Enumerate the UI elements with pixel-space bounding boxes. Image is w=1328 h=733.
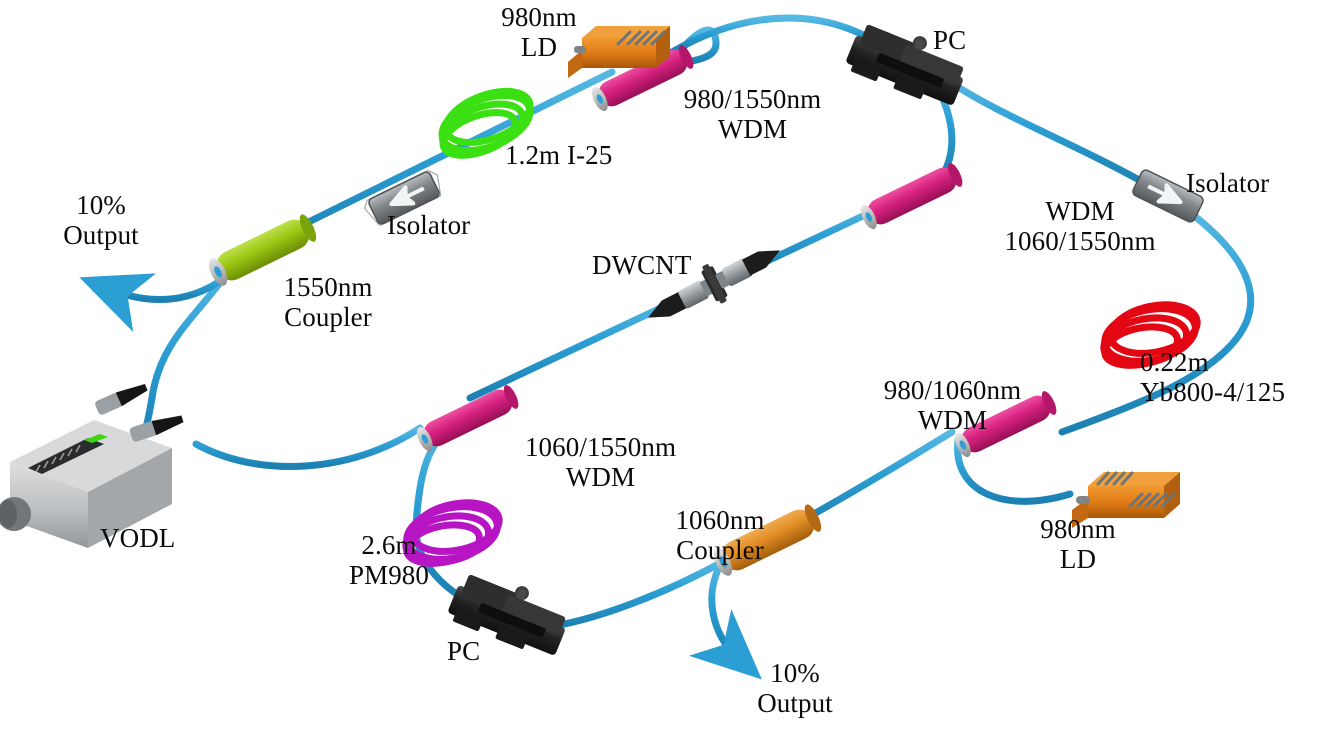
label-980-1550nm-wdm: 980/1550nm WDM [683,84,822,145]
coupler-1060nm-body [713,504,822,576]
label-dwcnt: DWCNT [592,250,692,280]
label-isolator-right: Isolator [1186,168,1270,198]
wdm-1060-1550nm-left-body [417,385,519,452]
isolator-left-body [363,169,442,227]
coil-pm980 [402,499,503,567]
wdm-980-1060nm-body [955,391,1057,458]
label-1060nm-coupler: 1060nm Coupler [675,505,765,566]
label-2.6m-pm980: 2.6m PM980 [348,530,430,591]
label-pc-top: PC [933,25,967,55]
isolator-right-body [1132,169,1204,223]
fiber-coupler-to-wdm980 [248,68,616,254]
label-vodl: VODL [100,523,176,553]
label-1550nm-coupler: 1550nm Coupler [283,272,373,333]
wdm-1060-1550nm-right-body [861,163,963,230]
label-pc-bottom: PC [447,636,481,666]
fiber-pc-top-to-isolator-right [940,74,1154,190]
wdm-980-1550nm-body [592,45,694,112]
label-1.2m-i-25: 1.2m I-25 [505,140,613,170]
fiber-coupler1060-to-pc-bottom [536,556,730,632]
dwcnt-saturable-absorber [648,250,780,318]
label-0.22m-yb800: 0.22m Yb800-4/125 [1140,347,1286,408]
label-10-percent-output-left: 10% Output [63,190,139,251]
fiber-output-tap-bottom [688,558,762,680]
coupler-1550nm-body [208,214,317,286]
fiber-wdm1060-1550-left-to-vodl [192,424,424,470]
label-1060-1550nm-wdm-left: 1060/1550nm WDM [524,432,677,493]
label-980nm-ld-top: 980nm LD [501,2,577,63]
label-980-1060nm-wdm: 980/1060nm WDM [883,375,1022,436]
coil-i-25 [438,87,534,159]
fiber-wdm980-1060-pump-loop [954,436,1074,505]
label-wdm-1060-1550nm-right: WDM 1060/1550nm [1004,196,1156,257]
coil-yb800 [1100,301,1201,369]
label-isolator-left: Isolator [387,210,471,240]
fiber-wdm1060-1550-left-to-dwcnt [466,292,690,402]
fiber-isolator-right-to-wdm980-1060 [1058,204,1255,436]
label-980nm-ld-bottom: 980nm LD [1040,514,1116,575]
polarization-controller-top[interactable] [843,13,973,111]
label-10-percent-output-bottom: 10% Output [757,658,833,719]
polarization-controller-bottom[interactable] [445,563,575,661]
laser-diode-980nm-top [568,26,670,78]
laser-diode-980nm-bottom [1072,471,1180,528]
variable-optical-delay-line[interactable] [0,380,185,548]
